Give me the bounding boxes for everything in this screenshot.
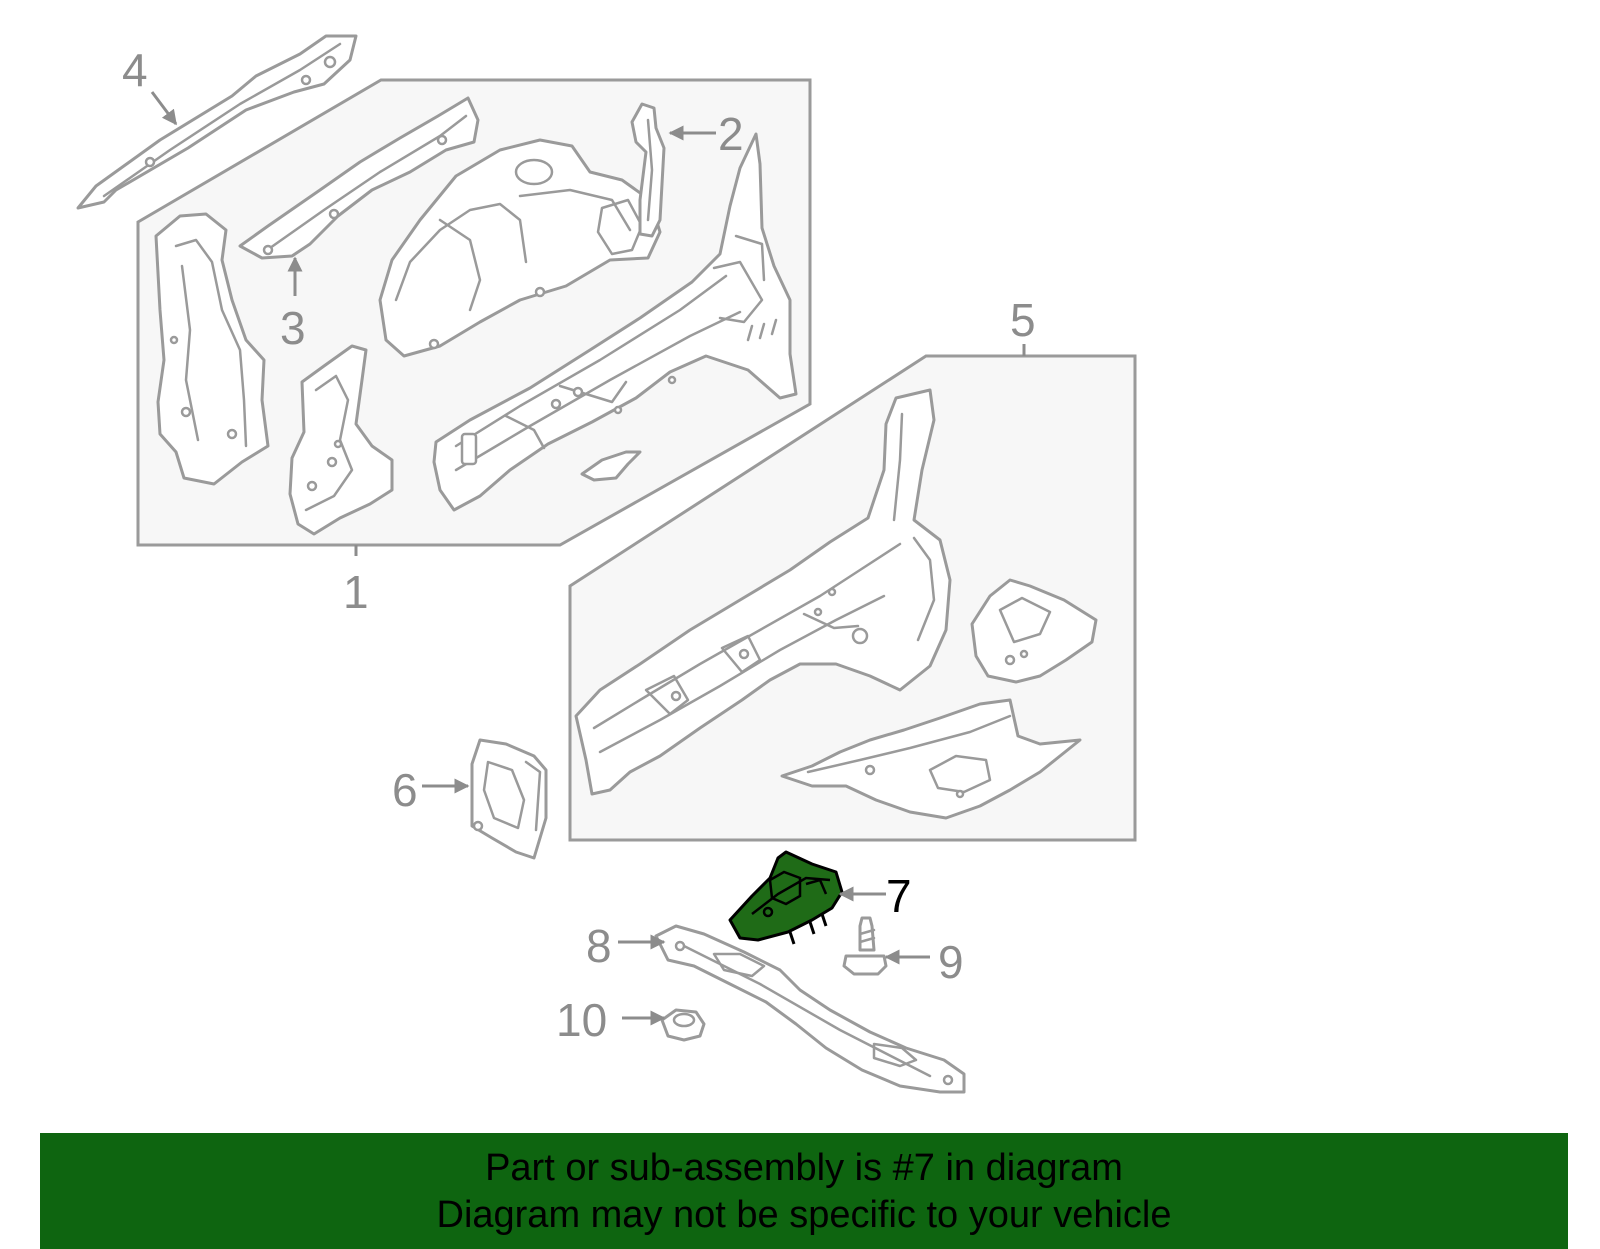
- part-5-apron-assembly: [574, 388, 952, 796]
- part-6-plate-bracket: [470, 738, 548, 860]
- part-1-left-panel: [154, 212, 270, 486]
- callout-9: 9: [938, 936, 964, 988]
- callout-7: 7: [886, 870, 912, 922]
- callout-1: 1: [343, 566, 369, 618]
- part-9-bolt: [842, 916, 888, 976]
- part-8-lower-bracket: [654, 924, 966, 1094]
- callout-4: 4: [122, 44, 148, 96]
- part-1-apron-bracket: [288, 344, 394, 536]
- part-3-apron-reinforcement: [238, 96, 480, 260]
- callout-6: 6: [392, 764, 418, 816]
- part-2-pillar-bracket: [630, 102, 666, 238]
- part-5-upper-bracket: [970, 578, 1098, 684]
- part-10-nut: [660, 1008, 706, 1042]
- callout-8: 8: [586, 920, 612, 972]
- part-1-wheelhouse: [378, 138, 662, 358]
- part-1-small-bracket: [580, 450, 642, 482]
- banner-line-1: Part or sub-assembly is #7 in diagram: [485, 1147, 1123, 1189]
- callout-10: 10: [556, 994, 607, 1046]
- part-4-rail-reinforcement: [76, 34, 358, 210]
- part-5-floor-extension: [780, 698, 1082, 820]
- part-7-body: [728, 850, 844, 942]
- info-banner: Part or sub-assembly is #7 in diagram Di…: [40, 1133, 1568, 1249]
- part-1-frame-rail: [432, 132, 798, 512]
- callout-5: 5: [1010, 294, 1036, 346]
- callout-3: 3: [280, 302, 306, 354]
- part-7-highlighted-bracket: [728, 850, 844, 945]
- callout-2: 2: [718, 108, 744, 160]
- banner-line-2: Diagram may not be specific to your vehi…: [436, 1194, 1172, 1236]
